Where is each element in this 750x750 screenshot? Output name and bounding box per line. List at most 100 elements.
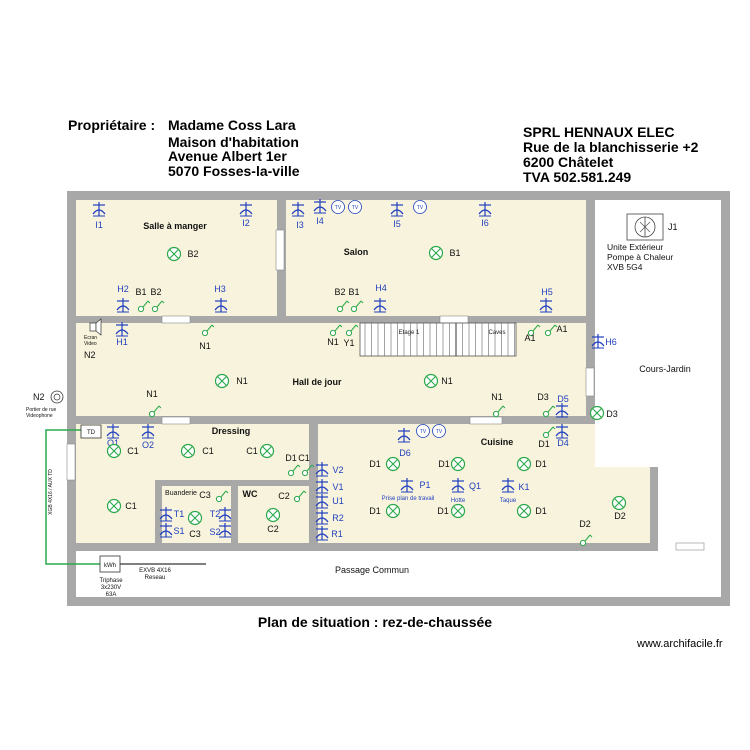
- outlet-label: I6: [481, 218, 489, 228]
- light-label: D1: [535, 459, 547, 469]
- light-icon: N1: [423, 373, 453, 389]
- outlet-label: V1: [332, 482, 343, 492]
- room-cuisine: [318, 424, 650, 543]
- room-label: Cuisine: [481, 437, 514, 447]
- intercom-screen-line1: Ecran: [84, 335, 97, 341]
- meter-line1: Triphase: [99, 578, 123, 584]
- intercom-door: N2 Portier de rue Videophone: [26, 390, 64, 419]
- outlet-label: O2: [142, 440, 154, 450]
- switch-icon: D1: [538, 426, 556, 449]
- light-label: D3: [606, 409, 618, 419]
- meter-icon: kWh: [104, 563, 116, 569]
- outdoor-unit-line1: Unite Extérieur: [607, 242, 663, 252]
- light-icon: C1: [246, 443, 275, 459]
- outlet-label: I5: [393, 219, 401, 229]
- switch-icon: C3: [199, 490, 229, 503]
- outlet-label: V2: [332, 465, 343, 475]
- outlet-label: H2: [117, 284, 129, 294]
- outlet-label: I2: [242, 218, 250, 228]
- outdoor-unit-line3: XVB 5G4: [607, 262, 643, 272]
- outlet-icon: K1: [501, 478, 530, 493]
- company-city: 6200 Châtelet: [523, 154, 614, 170]
- outlet-note: Taque: [500, 498, 517, 504]
- light-label: D1: [369, 459, 381, 469]
- switch-label: C2: [278, 491, 290, 501]
- owner-name: Madame Coss Lara: [168, 117, 296, 133]
- switch-icon: A1: [544, 324, 568, 337]
- switch-icon: D3: [537, 392, 556, 418]
- switch-label: A1: [524, 333, 535, 343]
- board-box: [80, 424, 102, 439]
- switch-label: D2: [579, 519, 591, 529]
- outlet-icon: V2: [315, 462, 344, 477]
- room-label: Cours-Jardin: [639, 364, 691, 374]
- light-label: C1: [202, 446, 214, 456]
- switch-icon: D2: [579, 519, 593, 547]
- switch-icon: N1: [199, 324, 215, 351]
- light-icon: C1: [180, 443, 214, 459]
- switch-icon: Y1: [343, 324, 359, 348]
- intercom-screen-line2: Video: [84, 341, 97, 347]
- switch-label: D3: [537, 392, 549, 402]
- stair-label-caves: Caves: [488, 330, 505, 336]
- room-passage: [76, 551, 721, 597]
- outlet-label: H1: [116, 337, 128, 347]
- light-label: C1: [246, 446, 258, 456]
- outlet-note: Hotte: [451, 498, 466, 504]
- light-icon: D2: [611, 495, 627, 521]
- light-label: D1: [535, 506, 547, 516]
- outlet-icon: T1: [159, 507, 184, 522]
- outlet-icon: I5: [390, 202, 404, 229]
- svg-text:TV: TV: [417, 205, 424, 211]
- owner-label: Propriétaire :: [68, 117, 156, 133]
- switch-label: B1: [348, 287, 359, 297]
- light-label: C1: [125, 501, 137, 511]
- meter-cable2: Reseau: [145, 575, 166, 581]
- switch-icon: N1: [491, 392, 506, 418]
- light-icon: D1: [438, 456, 466, 472]
- switch-icon: A1: [524, 324, 541, 343]
- light-label: C1: [127, 446, 139, 456]
- switch-icon: B2: [150, 287, 165, 313]
- outlet-icon: R2: [315, 510, 344, 525]
- distribution-board: TD: [80, 424, 102, 439]
- switch-label: N1: [146, 389, 158, 399]
- outlet-label: D5: [557, 394, 569, 404]
- switch-label: B2: [334, 287, 345, 297]
- company-name: SPRL HENNAUX ELEC: [523, 124, 675, 140]
- outlet-icon: H5: [539, 287, 553, 313]
- intercom-door-line1: Portier de rue: [26, 407, 57, 413]
- plan-title: Plan de situation : rez-de-chaussée: [257, 614, 493, 630]
- outlet-label: I1: [95, 220, 103, 230]
- switch-label: Y1: [343, 338, 354, 348]
- meter: kWh Triphase 3x230V 63A EXVB 4X16 Reseau…: [48, 469, 172, 598]
- tv-socket-icon: TV: [413, 200, 427, 214]
- outlet-label: H6: [605, 337, 617, 347]
- outlet-label: H3: [214, 284, 226, 294]
- tv-socket-icon: TV: [331, 200, 345, 214]
- outlet-label: T2: [210, 509, 221, 519]
- outlet-icon: R1: [315, 526, 343, 541]
- outlet-icon: I1: [92, 202, 106, 230]
- meter-line2: 3x230V: [101, 585, 121, 591]
- light-icon: D3: [589, 405, 618, 421]
- board-label: TD: [87, 430, 96, 436]
- outlet-label: I3: [296, 220, 304, 230]
- room-label: WC: [243, 489, 258, 499]
- switch-label: C1: [298, 453, 310, 463]
- switch-label: B1: [135, 287, 146, 297]
- outlet-icon: S1: [159, 523, 185, 538]
- outlet-icon: D4: [555, 424, 569, 448]
- switch-icon: D1: [285, 453, 301, 477]
- outlet-icon: I2: [239, 202, 253, 228]
- switch-icon: N1: [327, 324, 343, 347]
- light-label: B2: [187, 249, 198, 259]
- stairs: Etage 1 Caves: [359, 322, 517, 357]
- intercom-screen-id: N2: [84, 350, 96, 360]
- outlet-note: Prise plan de travail: [382, 496, 435, 502]
- outdoor-unit-line2: Pompe à Chaleur: [607, 252, 673, 262]
- switch-icon: B1: [135, 287, 151, 313]
- outlet-icon: H4: [373, 283, 387, 313]
- switch-icon: N1: [146, 389, 162, 418]
